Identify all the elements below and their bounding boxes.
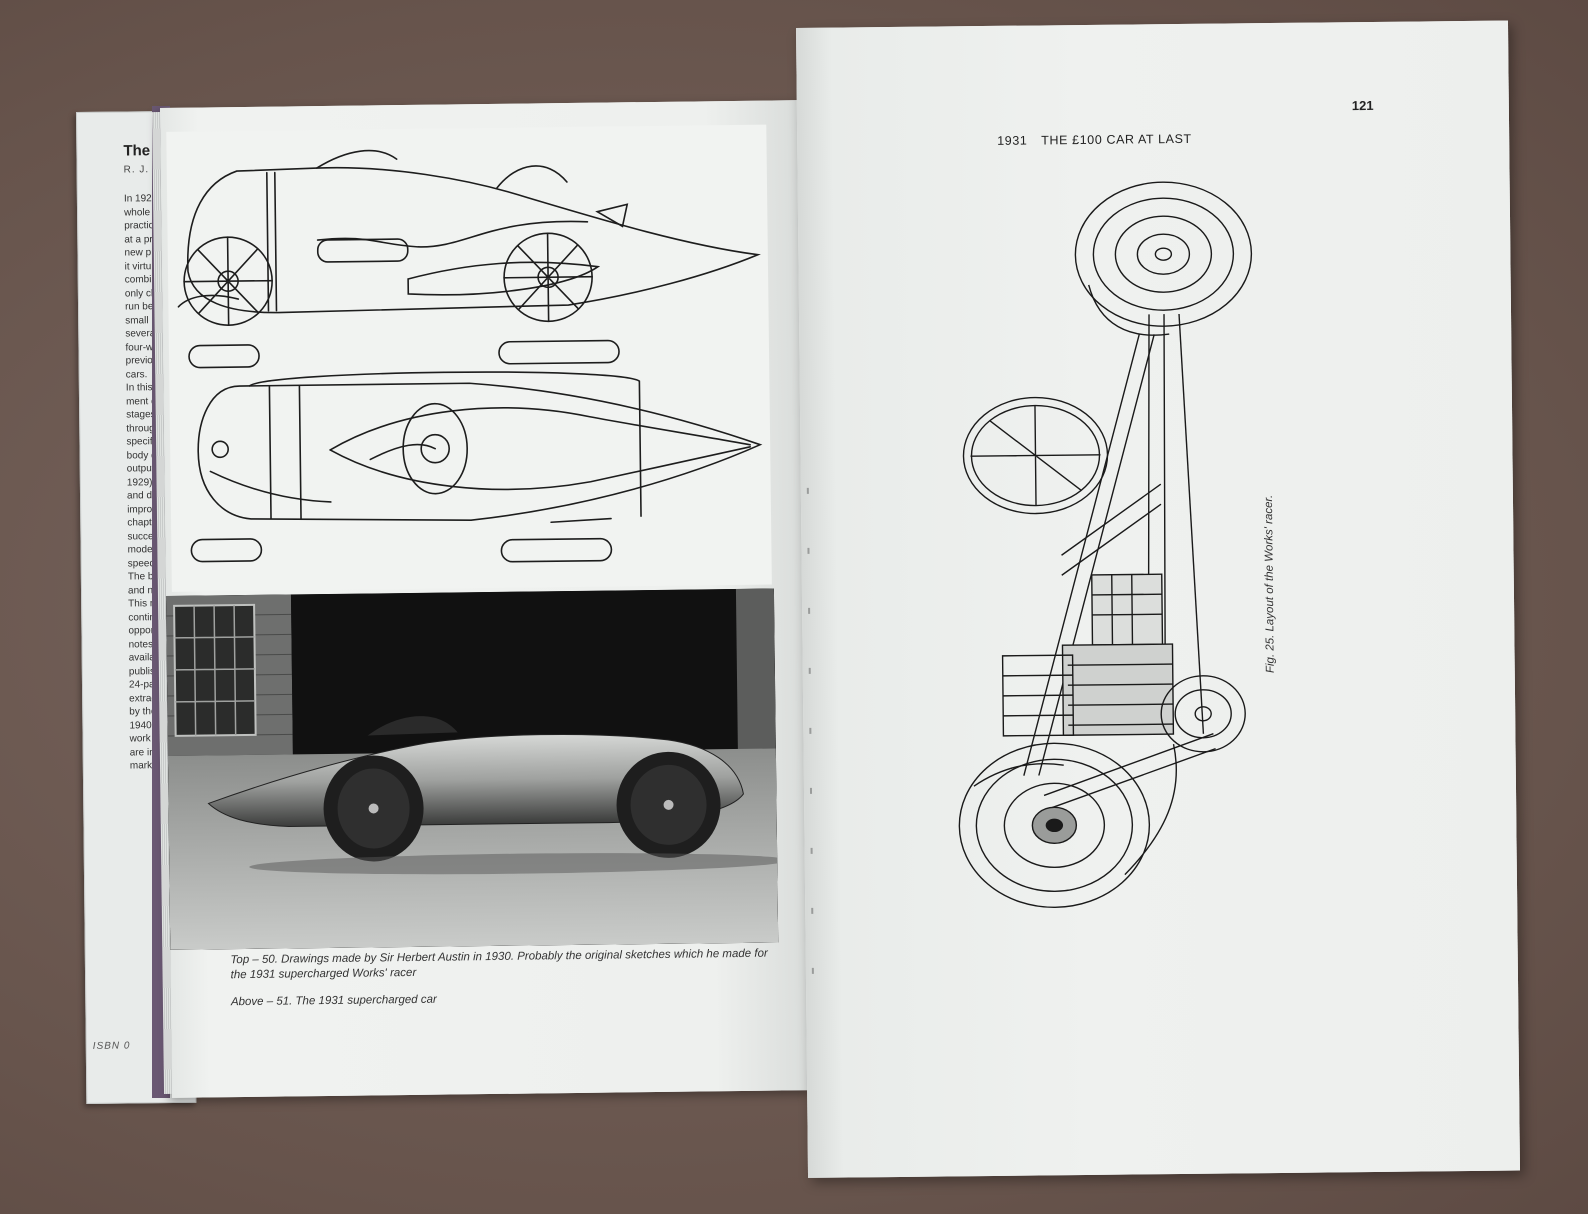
- running-head-year: 1931: [997, 133, 1028, 148]
- flap-isbn: ISBN 0: [92, 1040, 131, 1052]
- left-page: Top – 50. Drawings made by Sir Herbert A…: [152, 100, 813, 1098]
- supercharged-car-photo: [165, 588, 779, 950]
- binding-stitch: [806, 487, 809, 494]
- car-photo-image: [165, 588, 779, 950]
- sketch-drawing: [177, 149, 763, 563]
- binding-stitch: [807, 547, 810, 554]
- austin-sketches-figure: [166, 124, 772, 592]
- caption-figure-51: Above – 51. The 1931 supercharged car: [230, 993, 437, 1009]
- flap-title: The: [123, 142, 151, 160]
- binding-stitch: [810, 847, 813, 854]
- binding-stitch: [811, 907, 814, 914]
- binding-stitch: [811, 967, 814, 974]
- running-head-title: THE £100 CAR AT LAST: [1041, 131, 1192, 148]
- binding-stitch: [809, 787, 813, 794]
- right-page: 1931 THE £100 CAR AT LAST 121: [796, 20, 1521, 1178]
- caption-figure-50: Top – 50. Drawings made by Sir Herbert A…: [230, 947, 768, 982]
- chassis-layout-drawing: [958, 181, 1253, 909]
- binding-stitch: [809, 727, 812, 734]
- binding-stitch: [808, 667, 811, 674]
- page-number: 121: [1351, 97, 1374, 114]
- running-head: 1931 THE £100 CAR AT LAST: [997, 132, 1192, 148]
- figure-25-caption: Fig. 25. Layout of the Works' racer.: [1262, 494, 1277, 674]
- binding-stitch: [808, 607, 811, 614]
